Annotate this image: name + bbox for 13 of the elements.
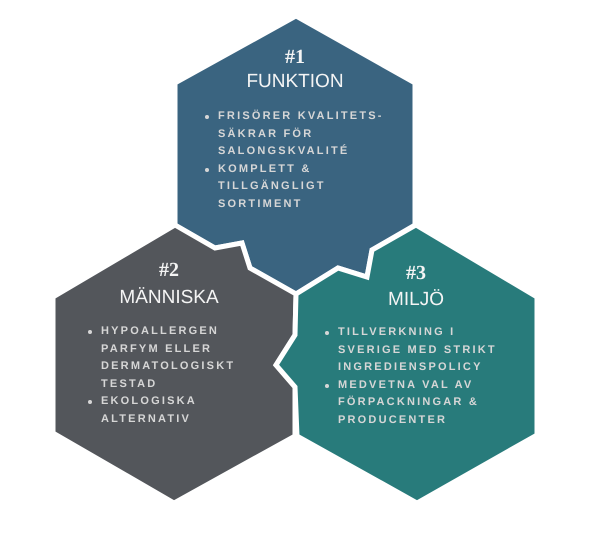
bullet-text: KOMPLETT & TILLGÄNGLIGT SORTIMENT xyxy=(218,162,327,212)
bullet-text: FRISÖRER KVALITETS-SÄKRAR FÖR SALONGSKVALITÉ xyxy=(218,108,385,160)
bullet-text: TILLVERKNING I SVERIGE MED STRIKT INGREDIENSPOLICY xyxy=(338,325,498,376)
bullet-text: HYPOALLERGEN PARFYM ELLER DERMATOLOGISKT TESTAD xyxy=(101,324,236,392)
hexagon-title: MILJÖ xyxy=(388,288,444,312)
bullet-text: EKOLOGISKA ALTERNATIV xyxy=(101,394,198,427)
step-number: #2 xyxy=(159,258,179,282)
step-number: #3 xyxy=(406,261,426,285)
step-number: #1 xyxy=(285,45,305,69)
hexagon-title: MÄNNISKA xyxy=(119,286,219,310)
hexagon-title: FUNKTION xyxy=(246,70,344,94)
hexagon-panel xyxy=(53,225,296,503)
bullet-text: MEDVETNA VAL AV FÖRPACKNINGAR & PRODUCENTER xyxy=(338,378,480,428)
